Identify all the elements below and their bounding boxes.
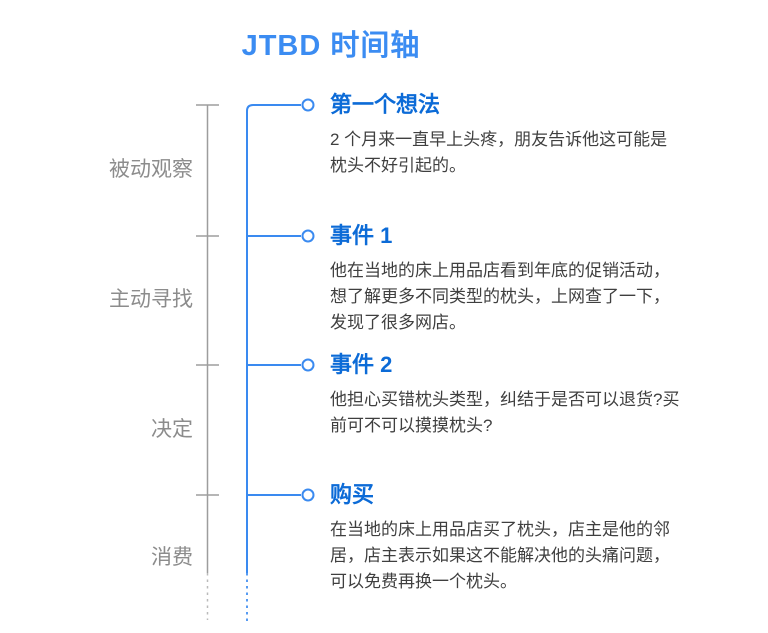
event-node-icon	[301, 229, 315, 243]
event-description: 2 个月来一直早上头疼，朋友告诉他这可能是 枕头不好引起的。	[330, 130, 668, 175]
event-node-icon	[301, 358, 315, 372]
stage-label-passive-observation: 被动观察	[109, 158, 193, 181]
event-title: 事件 2	[330, 352, 393, 377]
page-title: JTBD 时间轴	[241, 30, 421, 62]
stage-label-consumption: 消费	[151, 546, 193, 569]
event-purchase: 购买 在当地的床上用品店买了枕头，店主是他的邻 居，店主表示如果这不能解决他的头…	[330, 482, 730, 595]
event-description: 他在当地的床上用品店看到年底的促销活动， 想了解更多不同类型的枕头，上网查了一下…	[330, 261, 670, 332]
event-description: 在当地的床上用品店买了枕头，店主是他的邻 居，店主表示如果这不能解决他的头痛问题…	[330, 520, 670, 591]
event-node-icon	[301, 488, 315, 502]
event-description: 他担心买错枕头类型，纠结于是否可以退货?买 前可不可以摸摸枕头?	[330, 390, 680, 435]
stage-axis	[196, 104, 219, 620]
event-node-icon	[301, 98, 315, 112]
event-spine-line	[246, 104, 301, 573]
event-title: 事件 1	[330, 223, 393, 248]
stage-label-active-search: 主动寻找	[109, 288, 193, 311]
event-2: 事件 2 他担心买错枕头类型，纠结于是否可以退货?买 前可不可以摸摸枕头?	[330, 352, 730, 439]
event-title: 第一个想法	[330, 92, 441, 117]
event-first-thought: 第一个想法 2 个月来一直早上头疼，朋友告诉他这可能是 枕头不好引起的。	[330, 92, 730, 179]
event-1: 事件 1 他在当地的床上用品店看到年底的促销活动， 想了解更多不同类型的枕头，上…	[330, 223, 730, 336]
event-title: 购买	[330, 482, 375, 507]
stage-label-decision: 决定	[151, 418, 193, 441]
event-spine	[246, 98, 315, 621]
